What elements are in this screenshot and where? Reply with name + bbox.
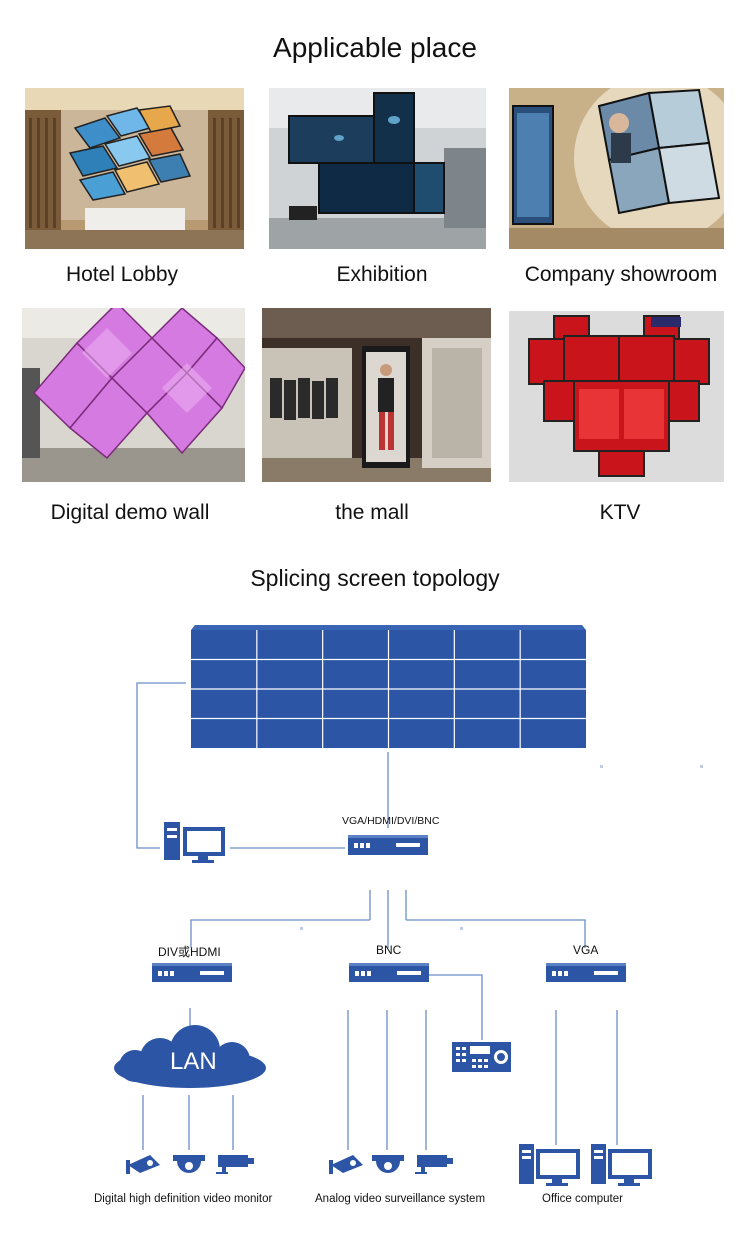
ktv-photo [509,311,724,482]
bullet-camera-icon [329,1155,363,1174]
applicable-place-title: Applicable place [273,32,477,63]
lan-label: LAN [170,1048,217,1075]
topology-title: Splicing screen topology [250,565,500,591]
lan-cloud-icon [114,1025,266,1088]
branch-label-bnc: BNC [376,943,402,957]
branch-label-dvi-hdmi: DIV或HDMI [158,945,221,959]
topology-diagram [114,625,703,1186]
processor-left-icon [152,963,232,982]
group-label-digital-monitor: Digital high definition video monitor [94,1193,273,1205]
decor-dots [300,765,703,930]
dome-camera-icon [372,1155,404,1173]
caption-the-mall: the mall [335,501,409,524]
bullet-camera-icon [126,1155,160,1174]
processor-right-icon [546,963,626,982]
dome-camera-icon [173,1155,205,1173]
box-camera-icon [415,1155,453,1174]
caption-company-showroom: Company showroom [524,263,718,286]
video-wall [191,625,586,748]
company-showroom-photo [509,88,724,249]
mall-photo [262,308,491,482]
caption-hotel-lobby: Hotel Lobby [65,263,179,286]
keyboard-controller-icon [452,1042,511,1072]
exhibition-photo [269,88,486,249]
caption-ktv: KTV [599,501,641,524]
branch-label-vga: VGA [573,943,599,957]
office-computer-icon [591,1144,652,1186]
processor-middle-icon [349,963,429,982]
group-label-analog-surveillance: Analog video surveillance system [315,1193,486,1205]
computer-icon [164,822,225,863]
hotel-lobby-photo [25,88,244,249]
group-label-office-computer: Office computer [542,1193,623,1205]
caption-digital-demo-wall: Digital demo wall [50,501,210,524]
caption-exhibition: Exhibition [336,263,428,286]
main-processor-icon [348,835,428,855]
digital-demo-wall-photo [22,308,245,482]
connection-lines [136,682,618,1150]
main-processor-label: VGA/HDMI/DVI/BNC [342,815,440,827]
office-computer-icon [519,1144,580,1186]
box-camera-icon [216,1155,254,1174]
